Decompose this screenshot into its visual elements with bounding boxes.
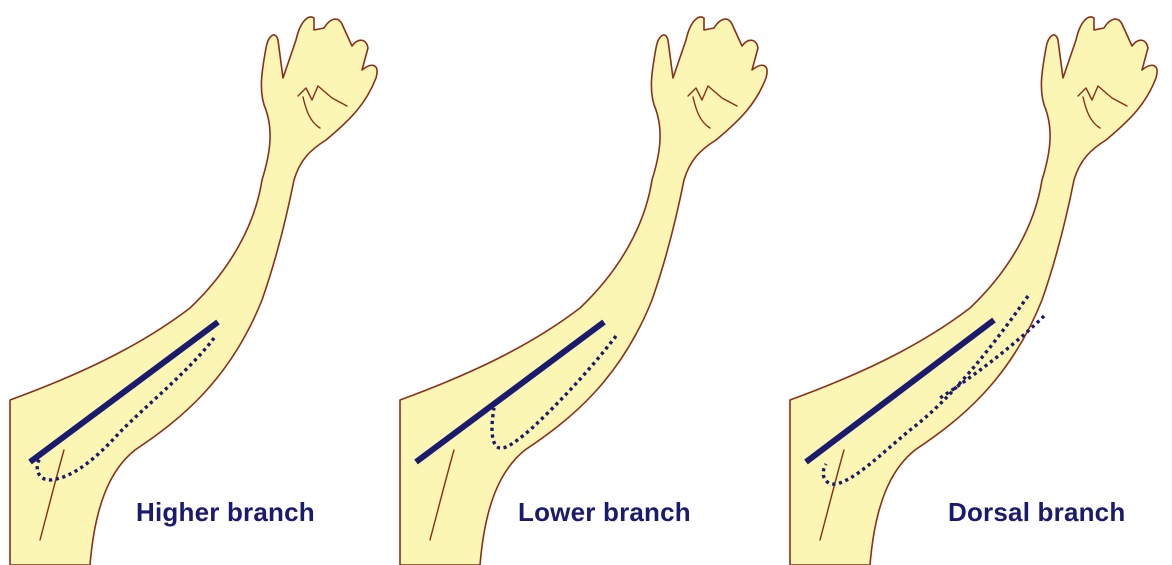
arm-illustration	[390, 0, 780, 565]
panel-dorsal-branch: Dorsal branch	[780, 0, 1170, 565]
panel-higher-branch: Higher branch	[0, 0, 390, 565]
arm-illustration	[0, 0, 390, 565]
panel-label: Higher branch	[136, 497, 315, 528]
panel-label: Lower branch	[518, 497, 691, 528]
arm-outline	[10, 17, 377, 565]
arm-outline	[790, 17, 1157, 565]
arm-illustration	[780, 0, 1170, 565]
panel-lower-branch: Lower branch	[390, 0, 780, 565]
panel-label: Dorsal branch	[948, 497, 1125, 528]
arm-outline	[400, 17, 767, 565]
